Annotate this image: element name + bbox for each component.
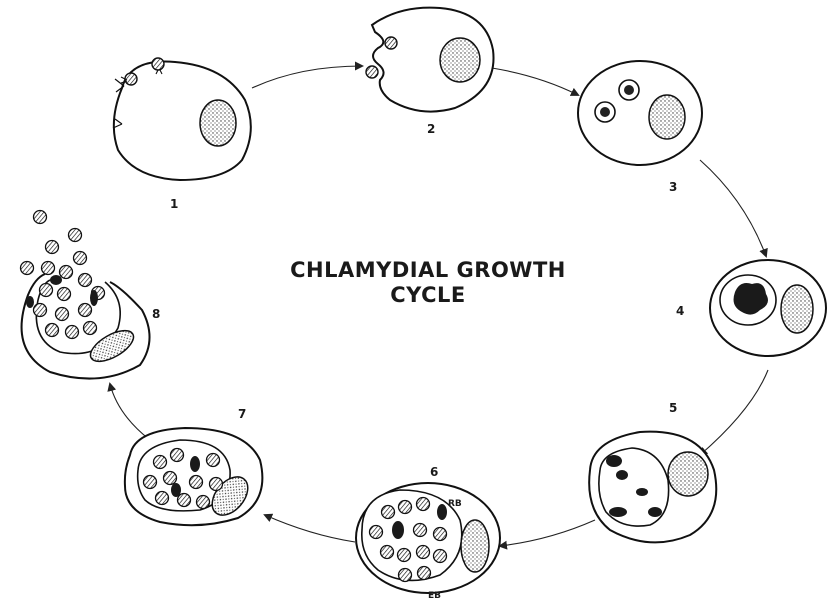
stage-2-endocytosis [366, 8, 494, 112]
host-nucleus [440, 38, 480, 82]
stage-4-reticulate-body [710, 260, 826, 356]
stage-6-reorganization: RB EB [356, 483, 500, 601]
arrow-3-to-4 [700, 160, 766, 256]
host-nucleus [668, 452, 708, 496]
arrow-5-to-6 [500, 520, 595, 546]
arrow-1-to-2 [252, 66, 362, 88]
stage-label-6: 6 [430, 465, 438, 479]
diagram-title: CHLAMYDIAL GROWTH CYCLE [258, 258, 598, 308]
stage-8-release [21, 211, 150, 379]
arrow-7-to-8 [110, 384, 150, 440]
arrow-4-to-5 [700, 370, 768, 455]
title-line-2: CYCLE [258, 283, 598, 308]
stage-label-7: 7 [238, 407, 246, 421]
stage-5-multiplication [589, 432, 716, 543]
host-nucleus [781, 285, 813, 333]
stage-3-endosome [578, 61, 702, 165]
host-nucleus [200, 100, 236, 146]
stage-7-maturation [125, 428, 263, 525]
elementary-body [385, 37, 397, 49]
arrow-2-to-3 [492, 68, 578, 95]
host-nucleus [461, 520, 489, 572]
stage-label-4: 4 [676, 304, 684, 318]
stage-label-2: 2 [427, 122, 435, 136]
stage-label-1: 1 [170, 197, 178, 211]
host-nucleus [649, 95, 685, 139]
eb-label: EB [428, 591, 441, 601]
title-line-1: CHLAMYDIAL GROWTH [258, 258, 598, 283]
stage-label-3: 3 [669, 180, 677, 194]
stage-label-8: 8 [152, 307, 160, 321]
arrow-6-to-7 [265, 515, 355, 542]
stage-1-attachment [113, 58, 251, 180]
rb-label: RB [448, 499, 462, 509]
stage-label-5: 5 [669, 401, 677, 415]
elementary-body [366, 66, 378, 78]
